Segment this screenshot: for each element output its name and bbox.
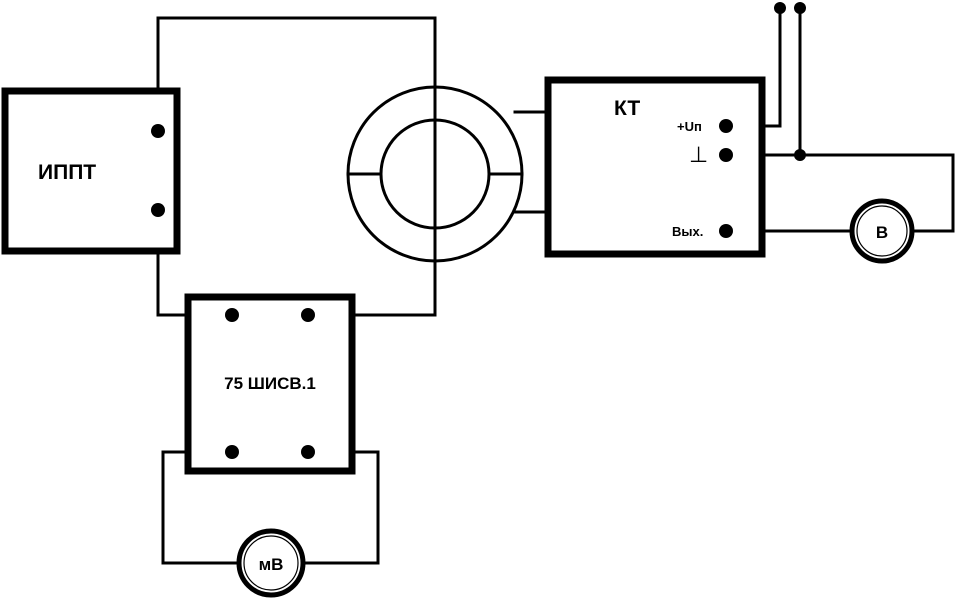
shunt-box [184,293,356,475]
wire-ground [724,6,955,233]
ippt-box [1,87,181,255]
shunt-terminal-bottom-left[interactable] [225,445,239,459]
shunt-label: 75 ШИСВ.1 [224,374,316,393]
kt-output-label: Вых. [672,224,703,239]
ippt-terminal-top[interactable] [151,124,165,138]
ground-junction [794,149,806,161]
millivoltmeter-label: мВ [259,555,284,574]
kt-label: КТ [614,97,640,120]
kt-ground-label: ⊥ [689,142,708,167]
voltmeter[interactable]: В [849,198,915,264]
shunt-terminal-top-right[interactable] [301,308,315,322]
voltmeter-inner-ring [856,205,908,257]
kt-terminal-ground[interactable] [719,148,733,162]
ippt-terminal-bottom[interactable] [151,203,165,217]
wire-transformer-to-kt [513,110,550,214]
ippt-block: ИППТ [1,87,181,255]
millivoltmeter[interactable]: мВ [236,528,306,598]
millivoltmeter-inner-ring [243,535,299,591]
external-supply-terminal[interactable] [774,2,786,14]
voltmeter-label: В [876,223,888,242]
current-transformer [346,85,524,263]
kt-terminal-output[interactable] [719,224,733,238]
kt-block: КТ +Uп ⊥ Вых. [544,76,766,258]
external-ground-terminal[interactable] [794,2,806,14]
kt-terminal-supply[interactable] [719,119,733,133]
kt-supply-label: +Uп [677,119,702,134]
shunt-terminal-top-left[interactable] [225,308,239,322]
shunt-block: 75 ШИСВ.1 [184,293,356,475]
millivoltmeter-circle [236,528,306,598]
ippt-label: ИППТ [38,161,96,184]
wire-ippt-top-to-transformer [156,16,437,262]
shunt-terminal-bottom-right[interactable] [301,445,315,459]
voltmeter-circle [849,198,915,264]
